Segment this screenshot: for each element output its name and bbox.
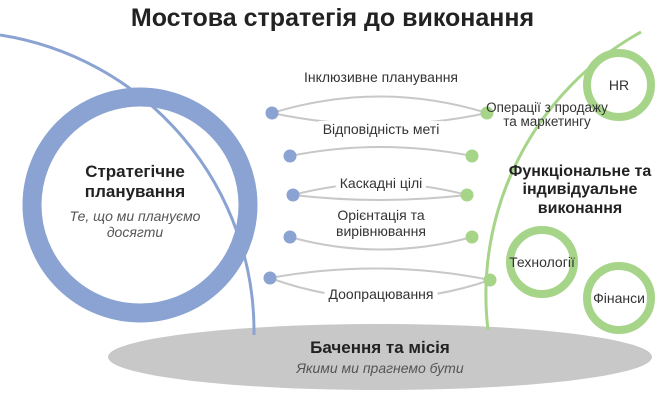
bridge-label: Інклюзивне планування bbox=[299, 69, 463, 86]
bridge-curve bbox=[289, 146, 473, 157]
bridge-curve bbox=[271, 95, 488, 114]
bridge-curve bbox=[269, 267, 491, 281]
hr-ring bbox=[583, 49, 655, 121]
strategic-outer-arc bbox=[0, 33, 256, 336]
functional-title: Функціональне та індивідуальне виконання bbox=[508, 163, 652, 217]
bridge-label: Орієнтація та вирівнювання bbox=[312, 207, 450, 240]
vision-ellipse bbox=[108, 324, 652, 390]
functional-node bbox=[480, 106, 494, 120]
sales-marketing-label: Операції з продажу та маркетингу bbox=[486, 100, 608, 130]
functional-node bbox=[460, 188, 474, 202]
strategic-planning-ring bbox=[22, 87, 258, 323]
vision-subtitle: Якими ми прагнемо бути bbox=[296, 360, 464, 376]
strategic-planning-subtitle: Те, що ми плануємо досягти bbox=[69, 208, 201, 241]
hr-label: HR bbox=[608, 76, 630, 93]
bridge-label: Доопрацювання bbox=[324, 286, 438, 303]
strategic-node bbox=[263, 271, 277, 285]
finance-label: Фінанси bbox=[593, 289, 645, 306]
strategic-node bbox=[283, 230, 297, 244]
bridge-curve bbox=[292, 194, 468, 201]
finance-ring bbox=[583, 262, 655, 334]
technology-label: Технології bbox=[509, 253, 575, 270]
strategic-node bbox=[283, 149, 297, 163]
functional-node bbox=[465, 230, 479, 244]
strategic-node bbox=[286, 188, 300, 202]
technology-ring bbox=[506, 226, 578, 298]
vision-title: Бачення та місія bbox=[310, 338, 450, 357]
bridge-label: Відповідність меті bbox=[318, 121, 444, 138]
page-title: Мостова стратегія до виконання bbox=[130, 4, 535, 32]
strategic-node bbox=[265, 106, 279, 120]
functional-node bbox=[483, 273, 497, 287]
bridge-label: Каскадні цілі bbox=[335, 175, 427, 192]
functional-node bbox=[465, 149, 479, 163]
bridge-curve bbox=[289, 236, 473, 251]
strategic-planning-title: Стратегічне планування bbox=[84, 162, 186, 201]
